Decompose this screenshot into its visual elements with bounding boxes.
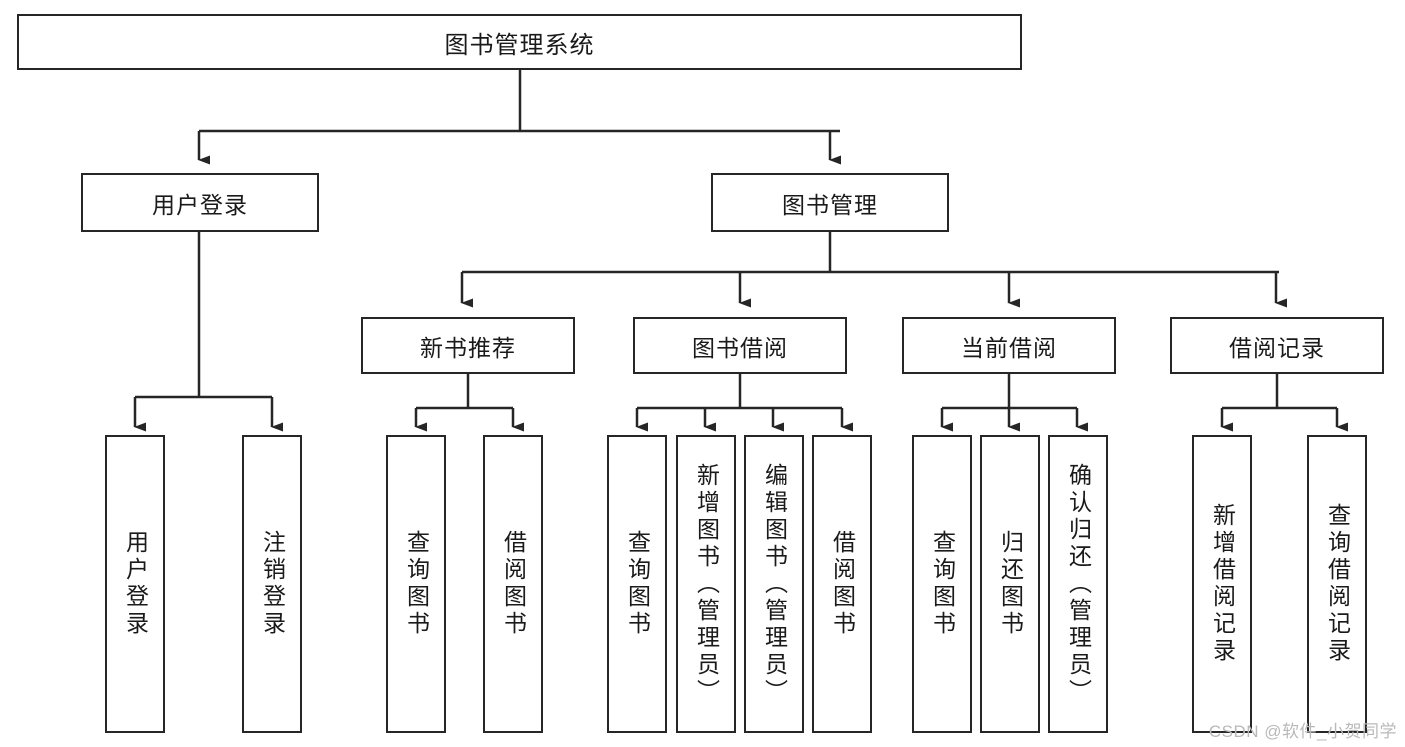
- node-book-borrow[interactable]: 图书借阅: [633, 317, 847, 374]
- leaf-confirm-return[interactable]: 确认归还（管理员）: [1048, 435, 1108, 733]
- node-label: 图书借阅: [692, 334, 788, 361]
- leaf-return-book[interactable]: 归还图书: [980, 435, 1040, 733]
- node-label: 查询图书: [929, 530, 956, 638]
- node-label: 新增图书（管理员）: [693, 462, 720, 706]
- node-label: 新书推荐: [420, 334, 516, 361]
- node-book-management[interactable]: 图书管理: [711, 173, 949, 232]
- node-current-borrow[interactable]: 当前借阅: [902, 317, 1116, 374]
- node-label: 注销登录: [259, 530, 286, 638]
- leaf-borrow-book-2[interactable]: 借阅图书: [812, 435, 872, 733]
- node-label: 确认归还（管理员）: [1065, 462, 1092, 706]
- node-label: 图书管理: [782, 191, 878, 218]
- node-label: 归还图书: [997, 530, 1024, 638]
- leaf-borrow-book-1[interactable]: 借阅图书: [483, 435, 543, 733]
- node-root-system[interactable]: 图书管理系统: [17, 14, 1022, 70]
- node-label: 借阅记录: [1229, 334, 1325, 361]
- node-borrow-record[interactable]: 借阅记录: [1170, 317, 1384, 374]
- leaf-edit-book[interactable]: 编辑图书（管理员）: [744, 435, 804, 733]
- leaf-add-book[interactable]: 新增图书（管理员）: [676, 435, 736, 733]
- leaf-add-borrow-record[interactable]: 新增借阅记录: [1192, 435, 1252, 733]
- leaf-query-book-3[interactable]: 查询图书: [912, 435, 972, 733]
- node-user-login[interactable]: 用户登录: [81, 173, 319, 232]
- leaf-query-borrow-record[interactable]: 查询借阅记录: [1307, 435, 1367, 733]
- leaf-query-book-2[interactable]: 查询图书: [607, 435, 667, 733]
- node-label: 查询图书: [403, 530, 430, 638]
- node-label: 当前借阅: [961, 334, 1057, 361]
- node-label: 用户登录: [152, 191, 248, 218]
- node-label: 查询借阅记录: [1324, 503, 1351, 665]
- node-label: 编辑图书（管理员）: [761, 462, 788, 706]
- leaf-user-login[interactable]: 用户登录: [105, 435, 165, 733]
- watermark: CSDN @软件_小贺同学: [1208, 722, 1397, 741]
- node-label: 图书管理系统: [444, 31, 595, 59]
- node-label: 新增借阅记录: [1209, 503, 1236, 665]
- node-label: 查询图书: [624, 530, 651, 638]
- leaf-logout-login[interactable]: 注销登录: [242, 435, 302, 733]
- node-label: 借阅图书: [500, 530, 527, 638]
- node-label: 借阅图书: [829, 530, 856, 638]
- leaf-query-book-1[interactable]: 查询图书: [386, 435, 446, 733]
- node-label: 用户登录: [122, 530, 149, 638]
- node-new-book-recommend[interactable]: 新书推荐: [361, 317, 575, 374]
